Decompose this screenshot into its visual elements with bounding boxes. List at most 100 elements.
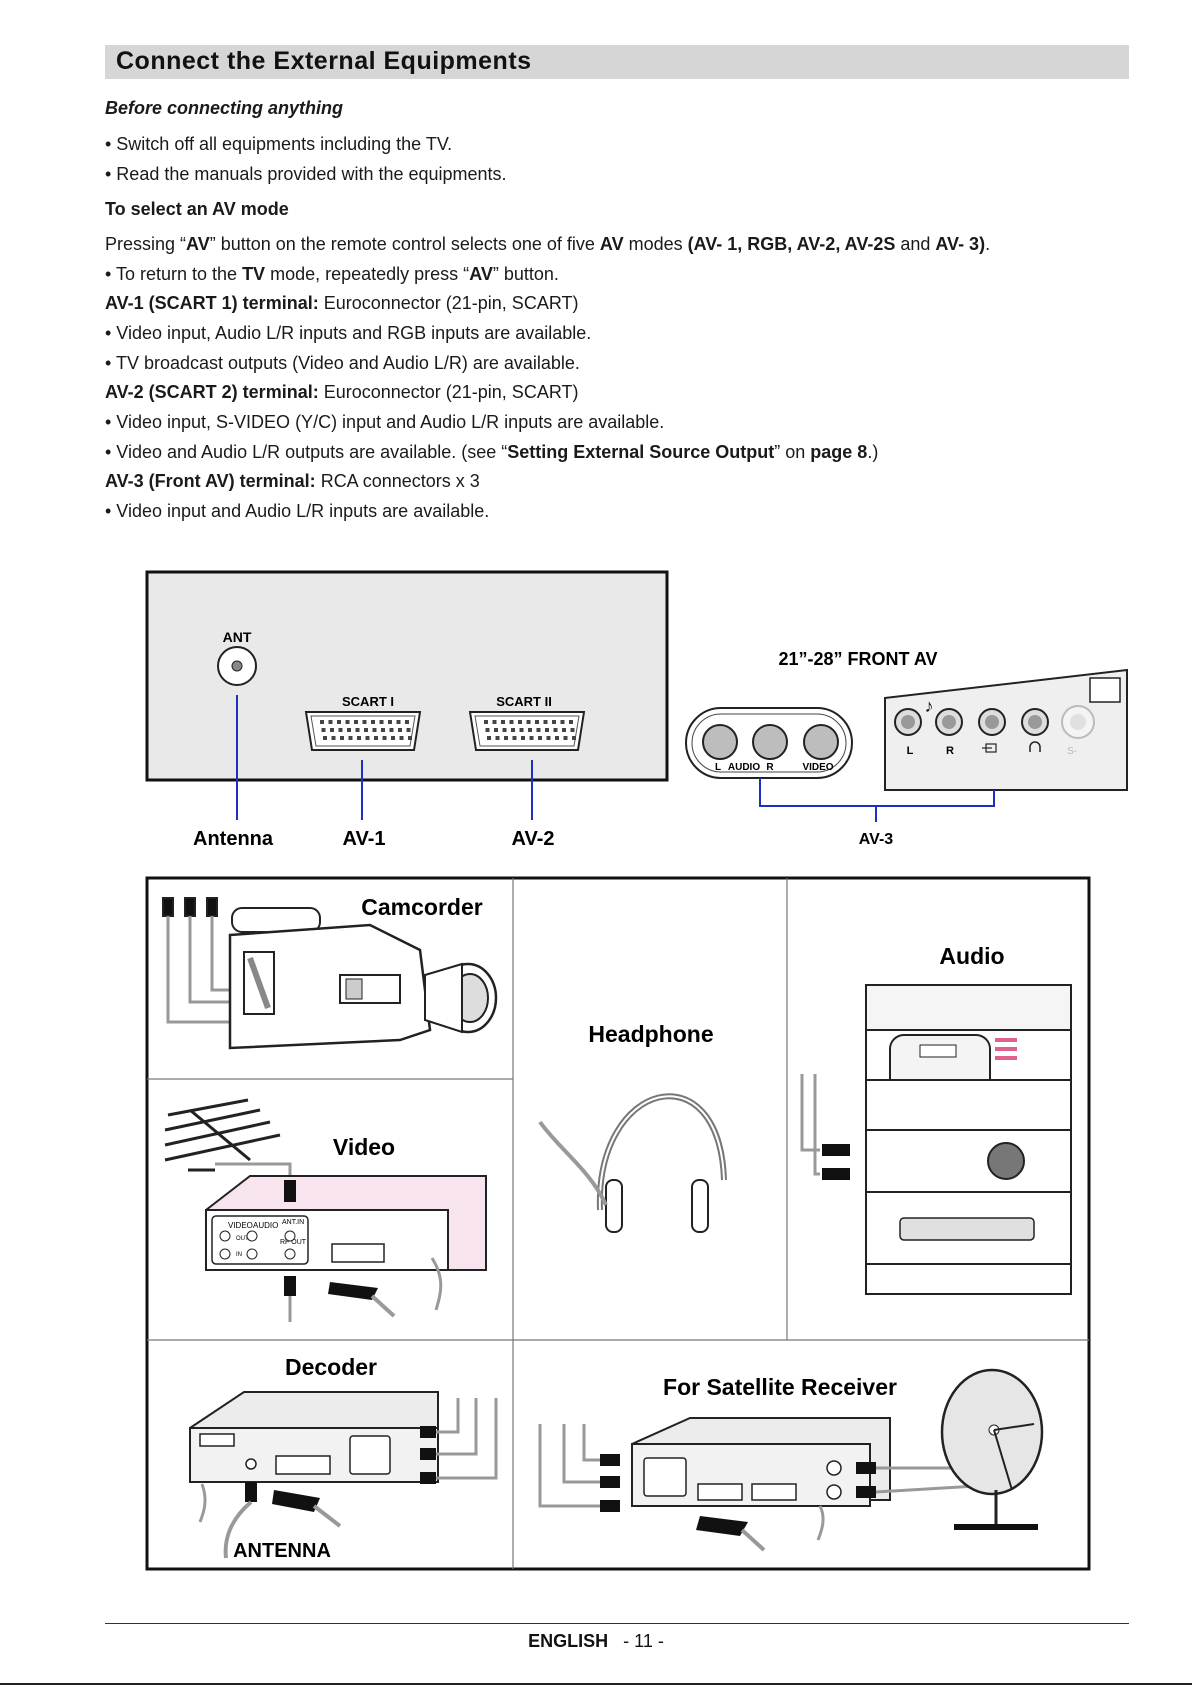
vcr-audio-label: AUDIO (253, 1221, 278, 1230)
scart-pin (511, 728, 515, 732)
av1-terminal-label: AV-1 (SCART 1) terminal: (105, 293, 319, 313)
text-run-bold: Setting External Source Output (507, 442, 775, 462)
music-note-icon: ♪ (925, 696, 934, 716)
vcr-rfout-label: RF OUT (280, 1239, 307, 1246)
decoder-illustration (189, 1391, 498, 1559)
scart-pin (398, 728, 402, 732)
text-run: .) (867, 442, 879, 462)
av-mode-line-2: • To return to the TV mode, repeatedly p… (105, 263, 559, 285)
text-run-bold: AV (599, 234, 624, 254)
scart-pin (379, 720, 384, 724)
scart-pin (362, 720, 367, 724)
scart-pin (560, 720, 565, 724)
vcr-video-label: VIDEO (228, 1221, 253, 1230)
text-run: modes (623, 234, 688, 254)
scart-pin (382, 736, 387, 740)
scart-pin (391, 736, 395, 740)
vcr-illustration: VIDEO AUDIO OUT IN ANT.IN RF OUT (164, 1098, 487, 1322)
before-bullet-2: • Read the manuals provided with the equ… (105, 164, 507, 184)
av1-terminal-line: AV-1 (SCART 1) terminal: Euroconnector (… (105, 292, 578, 314)
scart-pin (545, 728, 549, 732)
scart-pin (338, 728, 343, 732)
text-run-bold: AV- 3) (935, 234, 986, 254)
text-run: • Video and Audio L/R outputs are availa… (105, 442, 508, 462)
front-svideo-label: S- (1067, 746, 1077, 757)
capsule-r-label: R (766, 762, 774, 773)
antenna-device-label: ANTENNA (233, 1540, 331, 1562)
audio-system-illustration (800, 984, 1072, 1295)
scart-pin (504, 736, 508, 740)
text-run: • To return to the (105, 264, 243, 284)
front-av-capsule: L AUDIO R VIDEO (685, 707, 853, 779)
camcorder-label: Camcorder (361, 894, 482, 920)
scart-pin (371, 720, 375, 724)
scart-pin (364, 728, 368, 732)
scart-pin (347, 728, 351, 732)
text-run: Pressing “ (105, 234, 187, 254)
scart-pin (536, 728, 541, 732)
scart-pin (330, 728, 334, 732)
page-title: Connect the External Equipments (116, 47, 532, 75)
text-run: . (985, 234, 991, 254)
scart-pin (487, 736, 491, 740)
scart-pin (355, 728, 360, 732)
scart-pin (354, 720, 358, 724)
scart-pin (337, 720, 341, 724)
scart-pin (405, 720, 409, 724)
av2-bullet-1: • Video input, S-VIDEO (Y/C) input and A… (105, 412, 665, 432)
scart-pin (396, 720, 401, 724)
scart-pin (323, 736, 327, 740)
av-mode-line-1: Pressing “AV” button on the remote contr… (105, 233, 990, 255)
scart-pin (389, 728, 394, 732)
scart-pin (340, 736, 344, 740)
vcr-antin-label: ANT.IN (282, 1219, 304, 1226)
scart-pin (348, 736, 353, 740)
scart-pin (538, 736, 542, 740)
text-run-bold: AV (469, 264, 493, 284)
scart-pin (357, 736, 361, 740)
scart-pin (399, 736, 404, 740)
scart-pin (485, 728, 490, 732)
footer-page-number: - 11 - (608, 1631, 664, 1651)
av1-label: AV-1 (343, 828, 386, 850)
decoder-label: Decoder (285, 1354, 377, 1380)
av2-terminal-label: AV-2 (SCART 2) terminal: (105, 382, 319, 402)
capsule-audio-label: AUDIO (728, 762, 760, 773)
text-run-bold: (AV- 1, RGB, AV-2, AV-2S (687, 234, 896, 254)
text-run-bold: AV (186, 234, 210, 254)
scart-pin (543, 720, 548, 724)
av2-bullet-2: • Video and Audio L/R outputs are availa… (105, 441, 878, 463)
av1-bullet-2: • TV broadcast outputs (Video and Audio … (105, 353, 580, 373)
before-heading: Before connecting anything (105, 98, 344, 118)
scart1-label: SCART I (342, 694, 394, 709)
audio-label: Audio (939, 943, 1004, 969)
scart-pin (529, 736, 534, 740)
text-run: ” button on the remote control selects o… (209, 234, 600, 254)
text-run: ” on (774, 442, 811, 462)
headphone-label: Headphone (588, 1021, 713, 1047)
scart-pin (321, 728, 326, 732)
av3-terminal-line: AV-3 (Front AV) terminal: RCA connectors… (105, 470, 480, 492)
front-av-panel: ♪ L R S- (884, 668, 1128, 791)
vcr-out-label: OUT (236, 1236, 249, 1242)
capsule-video-label: VIDEO (802, 762, 833, 773)
page-title-bar: Connect the External Equipments (105, 45, 1129, 79)
scart-pin (518, 720, 522, 724)
text-run-bold: page 8 (810, 442, 868, 462)
scart-pin (535, 720, 539, 724)
scart-pin (570, 728, 575, 732)
footer-rule (105, 1623, 1129, 1624)
scart-pin (572, 736, 576, 740)
text-run-bold: TV (242, 264, 266, 284)
av2-terminal-line: AV-2 (SCART 2) terminal: Euroconnector (… (105, 381, 578, 403)
scart-pin (521, 736, 525, 740)
bottom-rule (0, 1683, 1192, 1685)
av3-terminal-desc: RCA connectors x 3 (315, 471, 480, 491)
scart-pin (526, 720, 531, 724)
scart-pin (494, 728, 498, 732)
front-r-label: R (946, 745, 954, 757)
scart-pin (546, 736, 551, 740)
scart-pin (365, 736, 370, 740)
scart-pin (501, 720, 505, 724)
